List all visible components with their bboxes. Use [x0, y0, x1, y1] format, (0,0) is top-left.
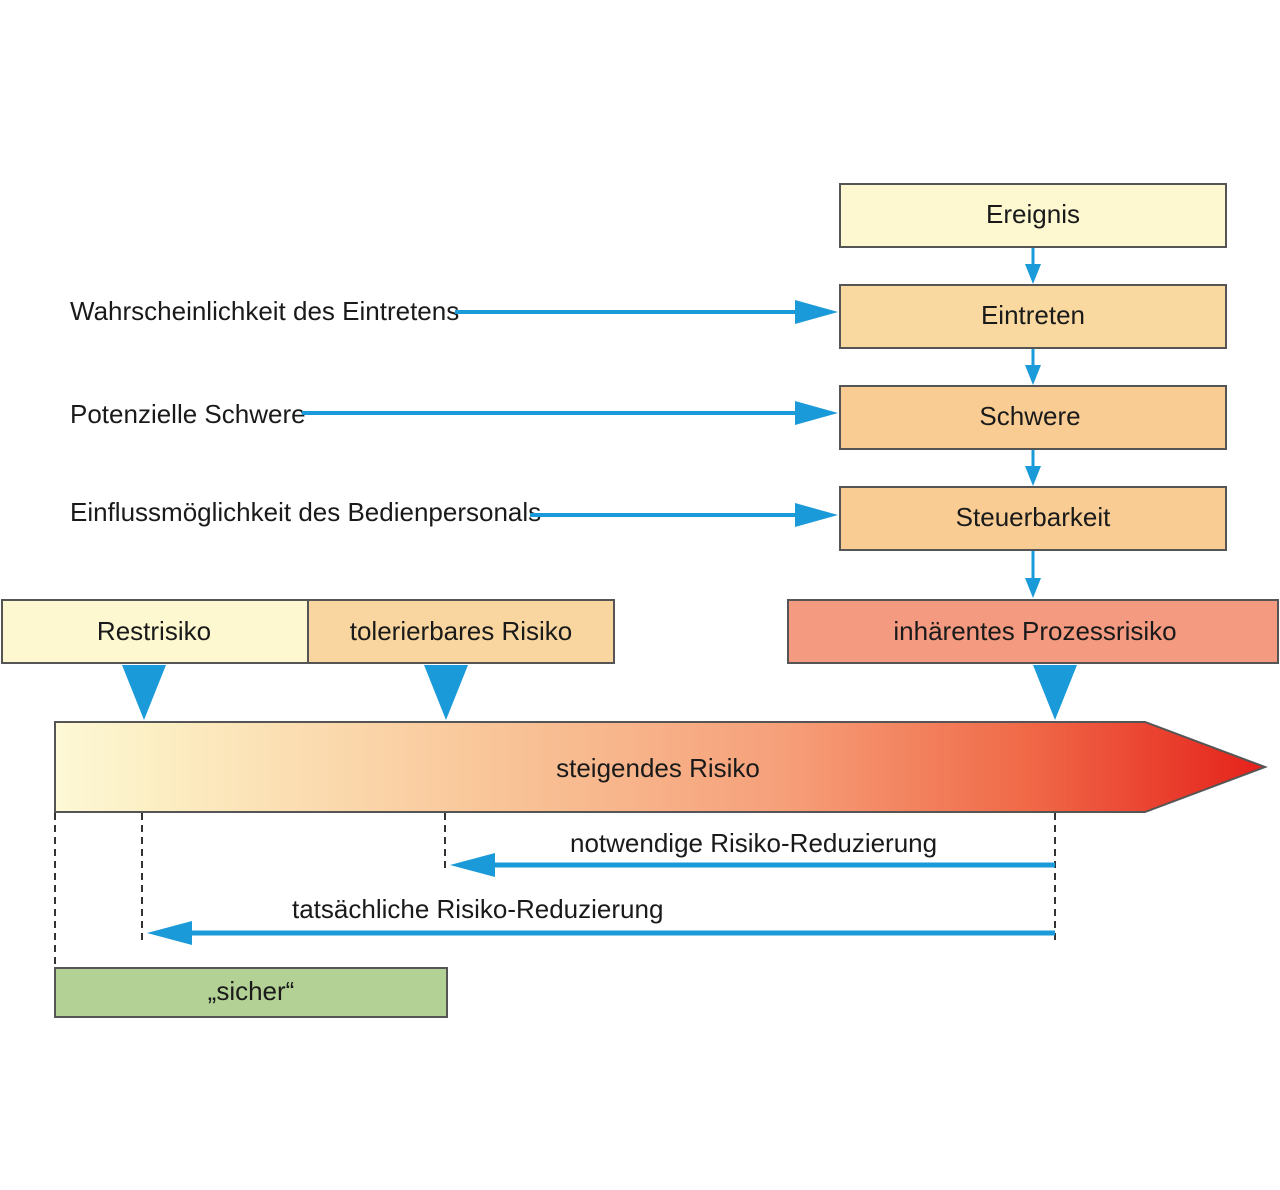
- necessary-reduction-label: notwendige Risiko-Reduzierung: [570, 828, 937, 858]
- chain-label-event: Ereignis: [986, 199, 1080, 229]
- actual-reduction-label: tatsächliche Risiko-Reduzierung: [292, 894, 663, 924]
- factor-probability: Wahrscheinlichkeit des Eintretens: [70, 296, 838, 326]
- chain-box-controllability: Steuerbarkeit: [839, 486, 1227, 551]
- risk-box-residual: Restrisiko: [1, 599, 309, 664]
- chain-label-controllability: Steuerbarkeit: [956, 502, 1111, 532]
- arrowhead-right-icon: [795, 401, 838, 425]
- rising-risk-arrow: steigendes Risiko: [54, 721, 1268, 813]
- factor-label-controllability: Einflussmöglichkeit des Bedienpersonals: [70, 497, 541, 527]
- factor-label-severity: Potenzielle Schwere: [70, 399, 306, 429]
- arrowhead-down-icon: [1025, 264, 1041, 284]
- pointer-inherent-icon: [1033, 665, 1077, 720]
- chain-box-event: Ereignis: [839, 183, 1227, 248]
- risk-label-inherent: inhärentes Prozessrisiko: [893, 616, 1176, 646]
- chain-connector: [1025, 349, 1041, 385]
- arrowhead-down-icon: [1025, 466, 1041, 486]
- actual-reduction: tatsächliche Risiko-Reduzierung: [147, 894, 1055, 945]
- chain-box-occurrence: Eintreten: [839, 284, 1227, 349]
- arrowhead-down-icon: [1025, 578, 1041, 598]
- risk-box-tolerable: tolerierbares Risiko: [307, 599, 615, 664]
- pointer-residual-icon: [122, 665, 166, 720]
- chain-box-severity: Schwere: [839, 385, 1227, 450]
- chain-label-severity: Schwere: [979, 401, 1080, 431]
- chain-connector: [1025, 551, 1041, 598]
- arrowhead-left-icon: [450, 853, 495, 877]
- arrowhead-right-icon: [795, 503, 838, 527]
- risk-label-residual: Restrisiko: [97, 616, 211, 646]
- safe-box: „sicher“: [54, 967, 448, 1018]
- risk-box-inherent: inhärentes Prozessrisiko: [787, 599, 1279, 664]
- safe-label: „sicher“: [208, 976, 295, 1006]
- reference-lines: [54, 813, 1056, 968]
- necessary-reduction: notwendige Risiko-Reduzierung: [450, 828, 1055, 877]
- arrowhead-right-icon: [795, 300, 838, 324]
- arrowhead-down-icon: [1025, 365, 1041, 385]
- chain-connector: [1025, 450, 1041, 486]
- chain-label-occurrence: Eintreten: [981, 300, 1085, 330]
- factor-controllability: Einflussmöglichkeit des Bedienpersonals: [70, 497, 838, 527]
- chain-connector: [1025, 248, 1041, 284]
- factor-severity: Potenzielle Schwere: [70, 399, 838, 429]
- factor-label-probability: Wahrscheinlichkeit des Eintretens: [70, 296, 459, 326]
- pointer-tolerable-icon: [424, 665, 468, 720]
- rising-risk-label: steigendes Risiko: [556, 753, 760, 783]
- arrowhead-left-icon: [147, 921, 192, 945]
- risk-label-tolerable: tolerierbares Risiko: [350, 616, 573, 646]
